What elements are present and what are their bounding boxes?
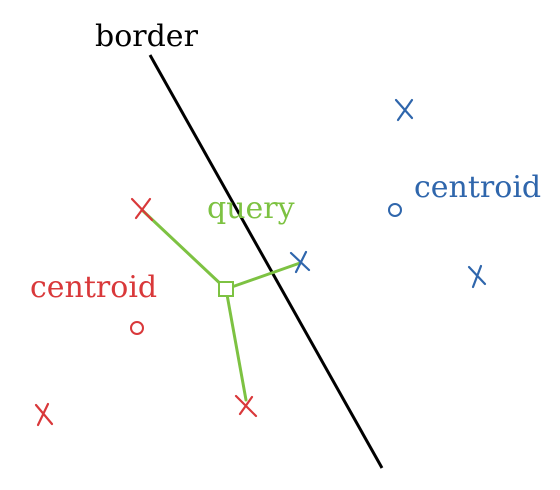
red-x-point — [34, 402, 54, 427]
border-label: border — [95, 19, 199, 54]
query-links — [140, 208, 302, 402]
blue-centroid-label: centroid — [414, 170, 541, 205]
query-point-square — [218, 281, 234, 297]
query-link-red-upper — [140, 208, 228, 291]
query-label: query — [207, 191, 295, 226]
red-centroid-label: centroid — [30, 270, 157, 305]
red-x-point — [130, 197, 154, 222]
red-centroid-marker — [130, 321, 144, 335]
query-link-blue — [224, 261, 302, 291]
blue-x-point — [394, 98, 414, 122]
blue-points — [289, 98, 487, 289]
blue-x-point — [467, 264, 487, 289]
red-points — [34, 197, 258, 427]
blue-x-point — [289, 250, 311, 274]
border-line — [148, 54, 384, 469]
red-x-point — [234, 394, 258, 418]
blue-centroid-marker — [388, 203, 402, 217]
query-link-red-lower — [224, 287, 248, 402]
